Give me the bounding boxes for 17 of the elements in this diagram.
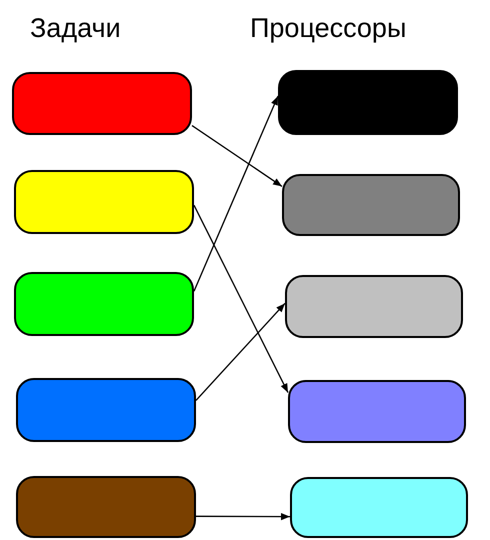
column-heading: Процессоры bbox=[250, 12, 406, 44]
colored-box bbox=[12, 72, 192, 135]
colored-box bbox=[288, 380, 466, 443]
colored-box bbox=[285, 275, 463, 338]
colored-box bbox=[16, 378, 196, 442]
arrow bbox=[193, 204, 289, 393]
colored-box bbox=[14, 170, 194, 234]
colored-box bbox=[290, 477, 468, 538]
arrow bbox=[192, 125, 282, 187]
column-heading: Задачи bbox=[30, 12, 121, 44]
arrow bbox=[193, 96, 279, 292]
colored-box bbox=[14, 272, 194, 336]
colored-box bbox=[16, 476, 196, 538]
arrow bbox=[196, 302, 286, 401]
arrow bbox=[196, 513, 290, 520]
colored-box bbox=[282, 174, 460, 236]
colored-box bbox=[278, 70, 458, 135]
